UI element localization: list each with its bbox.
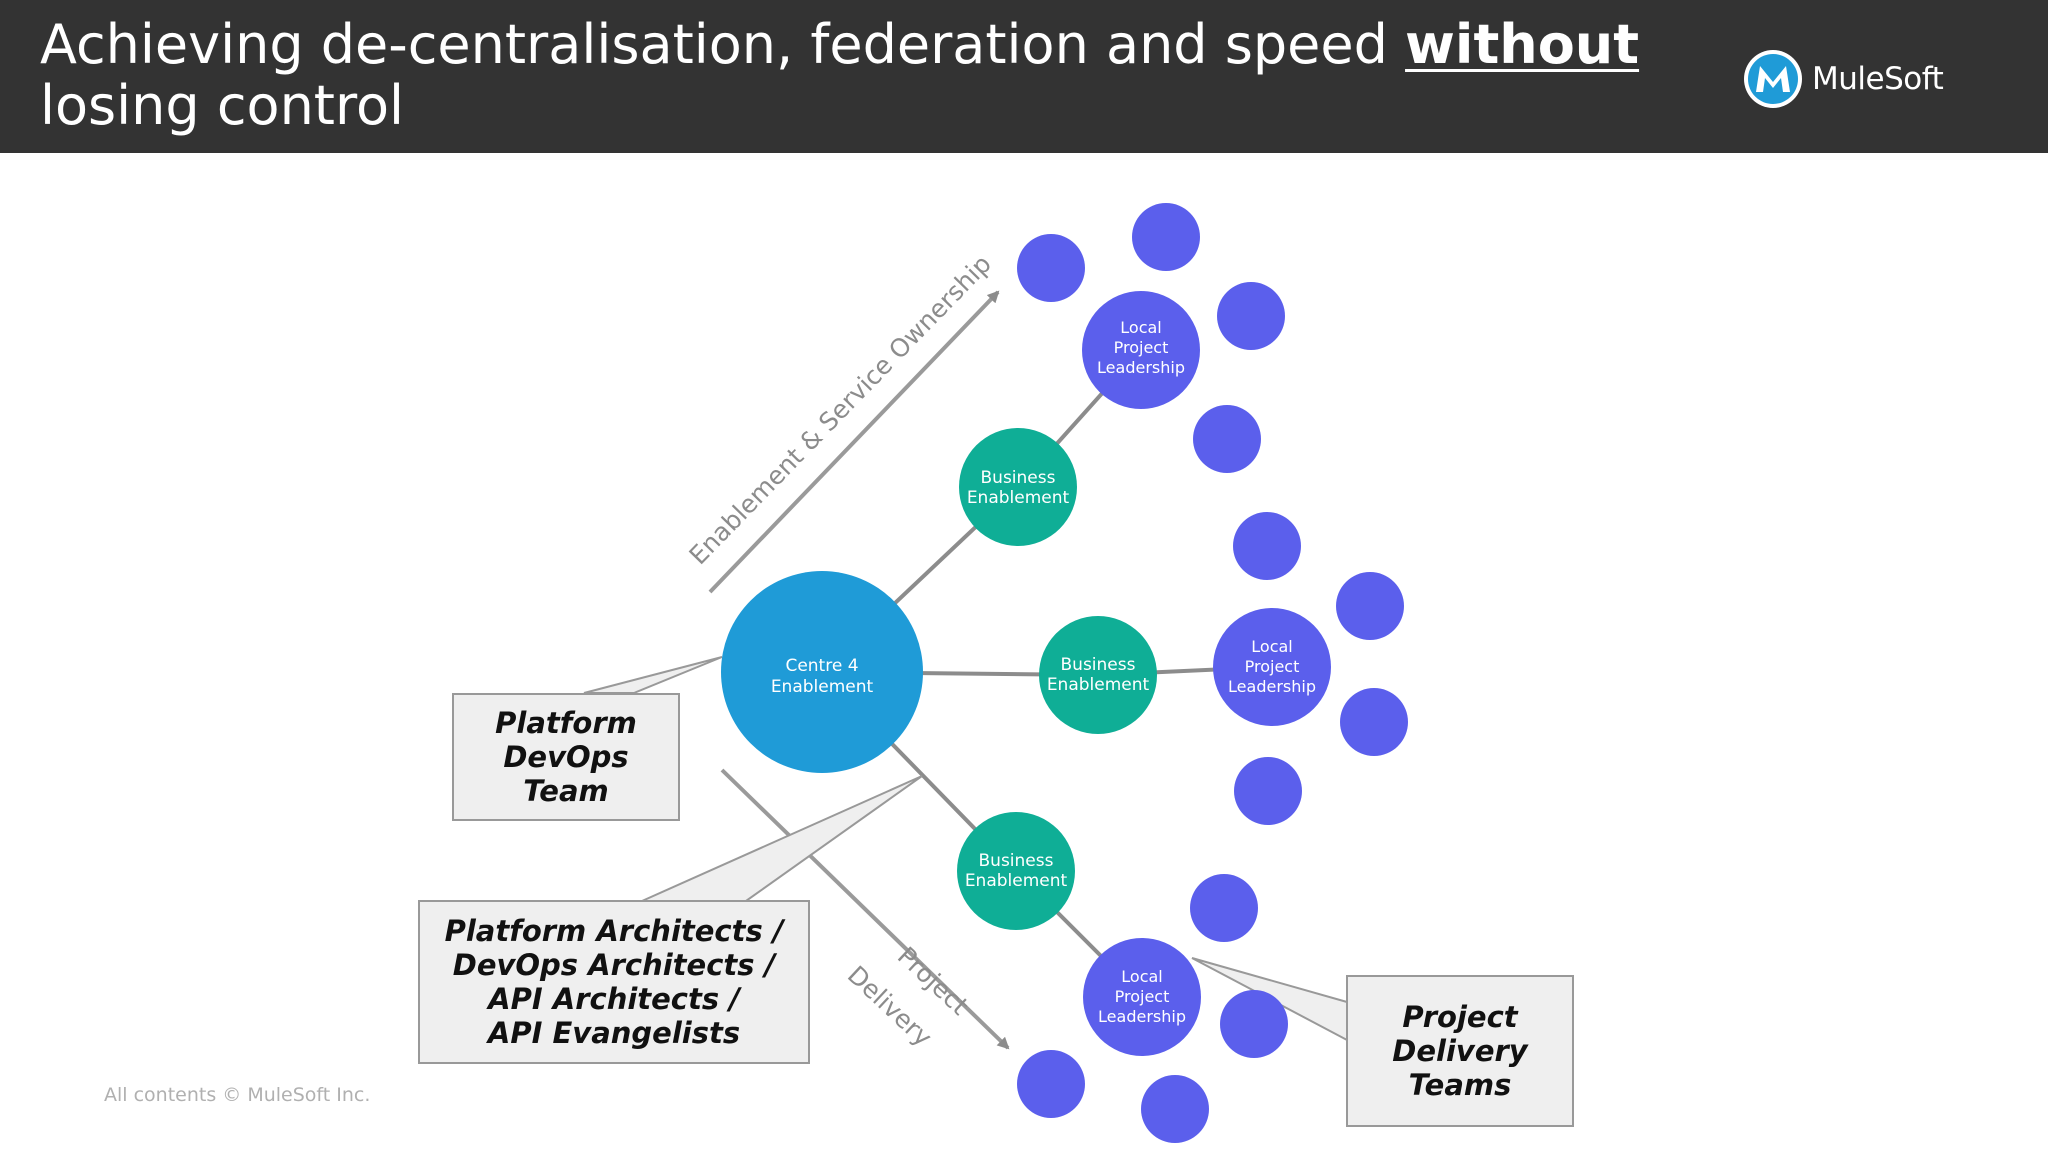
copyright-footer: All contents © MuleSoft Inc. xyxy=(104,1084,371,1106)
callout-line: Platform xyxy=(495,706,637,740)
business-enablement-node-middle xyxy=(1039,616,1157,734)
slide-title: Achieving de-centralisation, federation … xyxy=(40,14,1680,136)
local-node-middle-line2: Project xyxy=(1245,657,1300,676)
architects-callout-pointer xyxy=(641,775,923,902)
business-node-bottom-line2: Enablement xyxy=(965,871,1068,891)
local-node-bottom-line2: Project xyxy=(1115,987,1170,1006)
callout-line: Platform Architects / xyxy=(444,914,784,948)
team-member-dot xyxy=(1132,203,1200,271)
callout-line: DevOps xyxy=(503,740,629,774)
mulesoft-logo-icon xyxy=(1744,50,1802,108)
business-node-top-line2: Enablement xyxy=(967,488,1070,508)
business-node-bottom-line1: Business xyxy=(979,851,1054,871)
team-member-dot xyxy=(1141,1075,1209,1143)
team-member-dot xyxy=(1017,234,1085,302)
team-member-dot xyxy=(1017,1050,1085,1118)
callout-line: Delivery xyxy=(1392,1034,1528,1068)
enablement-arrow-label: Enablement & Service Ownership xyxy=(684,249,997,570)
local-node-top-line1: Local xyxy=(1120,318,1161,337)
callout-line: Project xyxy=(1402,1000,1518,1034)
local-node-middle-line1: Local xyxy=(1251,637,1292,656)
centre-node-label-line1: Centre 4 xyxy=(785,656,858,676)
project-delivery-teams-callout: Project Delivery Teams xyxy=(1346,975,1574,1127)
callout-line: DevOps Architects / xyxy=(452,948,776,982)
title-prefix: Achieving de-centralisation, federation … xyxy=(40,13,1388,76)
team-member-dot xyxy=(1233,512,1301,580)
callout-line: Team xyxy=(523,774,609,808)
local-leadership-node-top xyxy=(1082,291,1200,409)
local-leadership-node-middle xyxy=(1213,608,1331,726)
team-member-dot xyxy=(1234,757,1302,825)
local-node-top-line2: Project xyxy=(1114,338,1169,357)
team-member-dot xyxy=(1190,874,1258,942)
callout-line: Teams xyxy=(1408,1068,1512,1102)
devops-callout-pointer xyxy=(583,656,723,694)
local-node-top-line3: Leadership xyxy=(1097,358,1185,377)
business-node-middle-line1: Business xyxy=(1061,655,1136,675)
business-node-top-line1: Business xyxy=(981,468,1056,488)
local-leadership-node-bottom xyxy=(1083,938,1201,1056)
centre-node-label-line2: Enablement xyxy=(771,677,874,697)
platform-devops-team-callout: Platform DevOps Team xyxy=(452,693,680,821)
callout-line: API Architects / xyxy=(488,982,740,1016)
header-bar: Achieving de-centralisation, federation … xyxy=(0,0,2048,153)
team-member-dot xyxy=(1193,405,1261,473)
business-enablement-node-top xyxy=(959,428,1077,546)
title-emphasis: without xyxy=(1405,13,1640,76)
mulesoft-logo: MuleSoft xyxy=(1742,45,1944,113)
business-node-middle-line2: Enablement xyxy=(1047,675,1150,695)
local-node-middle-line3: Leadership xyxy=(1228,677,1316,696)
team-member-dot xyxy=(1340,688,1408,756)
title-line2: losing control xyxy=(40,74,405,137)
team-member-dot xyxy=(1336,572,1404,640)
platform-architects-callout: Platform Architects / DevOps Architects … xyxy=(418,900,810,1064)
team-member-dot xyxy=(1220,990,1288,1058)
local-node-bottom-line1: Local xyxy=(1121,967,1162,986)
logo-wordmark: MuleSoft xyxy=(1812,61,1944,97)
callout-line: API Evangelists xyxy=(487,1016,741,1050)
centre-node xyxy=(721,571,923,773)
enablement-arrow xyxy=(708,290,1000,594)
delivery-arrow xyxy=(720,768,1010,1050)
business-enablement-node-bottom xyxy=(957,812,1075,930)
local-node-bottom-line3: Leadership xyxy=(1098,1007,1186,1026)
team-member-dot xyxy=(1217,282,1285,350)
